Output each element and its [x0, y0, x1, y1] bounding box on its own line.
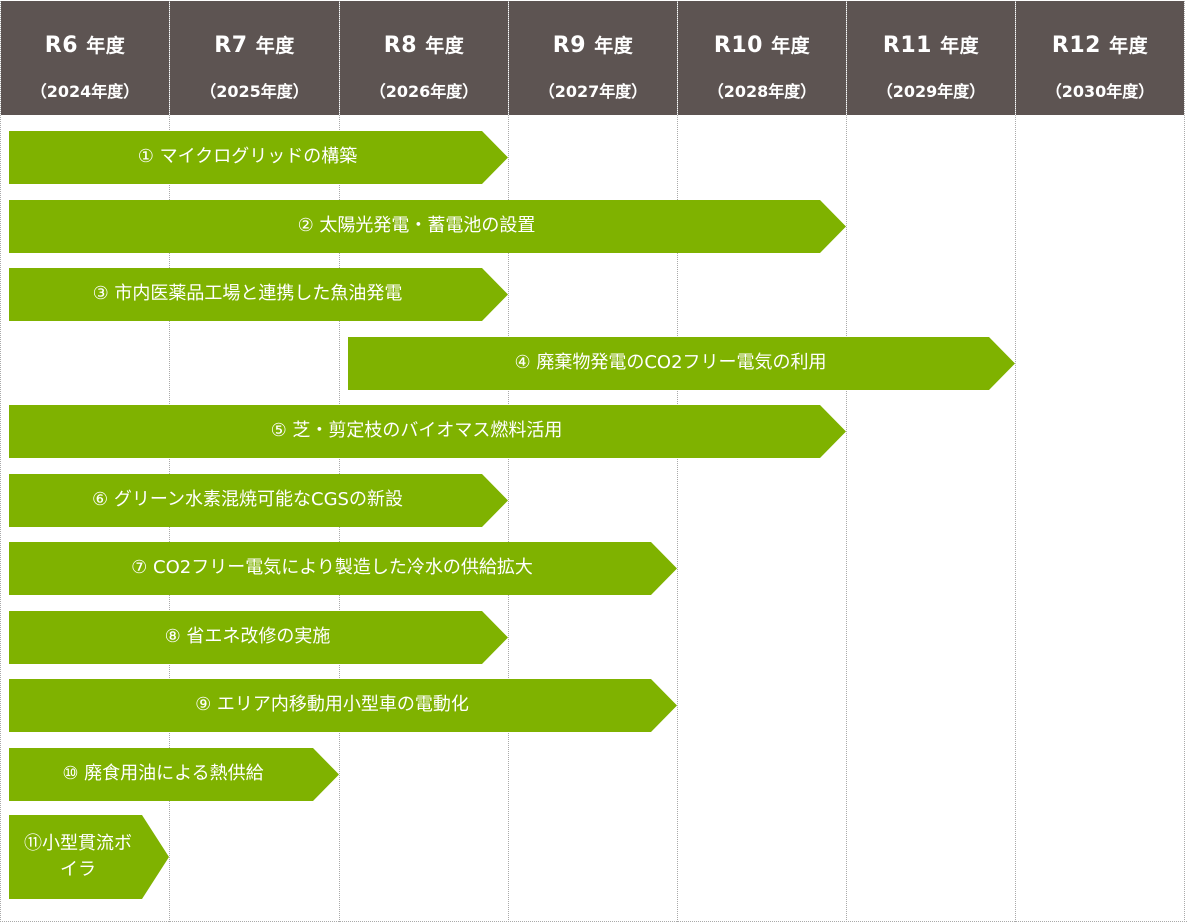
- fiscal-year-unit: 年度: [594, 35, 634, 57]
- fiscal-year-label: R11 年度: [847, 31, 1015, 58]
- fiscal-year-label: R10 年度: [678, 31, 846, 58]
- fiscal-year-label: R9 年度: [509, 31, 677, 58]
- header-cell: R6 年度 （2024年度）: [1, 1, 169, 115]
- fiscal-year-label: R8 年度: [340, 31, 508, 58]
- grid-vline: [846, 1, 847, 922]
- calendar-year-label: （2026年度）: [369, 82, 479, 101]
- calendar-year-label: （2028年度）: [707, 82, 817, 101]
- calendar-year-label: （2029年度）: [876, 82, 986, 101]
- calendar-year-label: （2030年度）: [1045, 82, 1155, 101]
- measure-bar: ④ 廃棄物発電のCO2フリー電気の利用: [348, 337, 1015, 390]
- header-cell: R10 年度 （2028年度）: [678, 1, 846, 115]
- measure-bar: ① マイクログリッドの構築: [9, 131, 508, 184]
- measure-label: ⑥ グリーン水素混焼可能なCGSの新設: [92, 489, 403, 511]
- fiscal-year-code: R12: [1051, 33, 1101, 58]
- measure-label: ⑤ 芝・剪定枝のバイオマス燃料活用: [270, 420, 563, 442]
- measure-label: ⑪小型貫流ボイラ: [24, 832, 132, 880]
- fiscal-year-code: R8: [383, 33, 418, 58]
- fiscal-year-code: R10: [713, 33, 763, 58]
- fiscal-year-unit: 年度: [1109, 35, 1149, 57]
- fiscal-year-label: R7 年度: [170, 31, 339, 58]
- grid-vline: [1015, 1, 1016, 922]
- fiscal-year-unit: 年度: [940, 35, 980, 57]
- measure-label: ② 太陽光発電・蓄電池の設置: [297, 215, 536, 237]
- grid-hline-bottom: [0, 921, 1187, 922]
- measure-bar: ⑦ CO2フリー電気により製造した冷水の供給拡大: [9, 542, 677, 595]
- header-cell: R8 年度 （2026年度）: [340, 1, 508, 115]
- header-cell: R11 年度 （2029年度）: [847, 1, 1015, 115]
- calendar-year-label: （2027年度）: [538, 82, 648, 101]
- calendar-year-label: （2024年度）: [30, 82, 140, 101]
- measure-label: ③ 市内医薬品工場と連携した魚油発電: [92, 283, 403, 305]
- grid-vline: [508, 1, 509, 922]
- measure-bar: ⑤ 芝・剪定枝のバイオマス燃料活用: [9, 405, 846, 458]
- grid-vline: [0, 1, 1, 922]
- measure-label: ④ 廃棄物発電のCO2フリー電気の利用: [514, 352, 827, 374]
- fiscal-year-code: R7: [214, 33, 248, 58]
- fiscal-year-code: R11: [882, 33, 932, 58]
- measure-bar: ⑩ 廃食用油による熱供給: [9, 748, 339, 801]
- grid-vline: [339, 1, 340, 922]
- fiscal-year-unit: 年度: [86, 35, 126, 57]
- fiscal-year-unit: 年度: [771, 35, 811, 57]
- measure-label: ⑦ CO2フリー電気により製造した冷水の供給拡大: [131, 557, 533, 579]
- measure-bar: ⑪小型貫流ボイラ: [9, 815, 169, 899]
- measure-bar: ⑨ エリア内移動用小型車の電動化: [9, 679, 677, 732]
- header-cell: R9 年度 （2027年度）: [509, 1, 677, 115]
- measure-label: ① マイクログリッドの構築: [137, 146, 358, 168]
- calendar-year-label: （2025年度）: [200, 82, 309, 101]
- grid-vline: [1184, 1, 1185, 922]
- header-cell: R12 年度 （2030年度）: [1016, 1, 1184, 115]
- measure-label: ⑧ 省エネ改修の実施: [164, 626, 331, 648]
- header-cell: R7 年度 （2025年度）: [170, 1, 339, 115]
- grid-vline: [677, 1, 678, 922]
- measure-label: ⑩ 廃食用油による熱供給: [62, 763, 264, 785]
- fiscal-year-unit: 年度: [255, 35, 295, 57]
- measure-bar: ③ 市内医薬品工場と連携した魚油発電: [9, 268, 508, 321]
- fiscal-year-label: R6 年度: [1, 31, 169, 58]
- fiscal-year-label: R12 年度: [1016, 31, 1184, 58]
- fiscal-year-code: R9: [552, 33, 587, 58]
- fiscal-year-code: R6: [44, 33, 79, 58]
- measure-bar: ⑧ 省エネ改修の実施: [9, 611, 508, 664]
- grid-vline: [169, 1, 170, 922]
- measure-bar: ⑥ グリーン水素混焼可能なCGSの新設: [9, 474, 508, 527]
- fiscal-year-unit: 年度: [425, 35, 465, 57]
- measure-bar: ② 太陽光発電・蓄電池の設置: [9, 200, 846, 253]
- measure-label: ⑨ エリア内移動用小型車の電動化: [195, 694, 469, 716]
